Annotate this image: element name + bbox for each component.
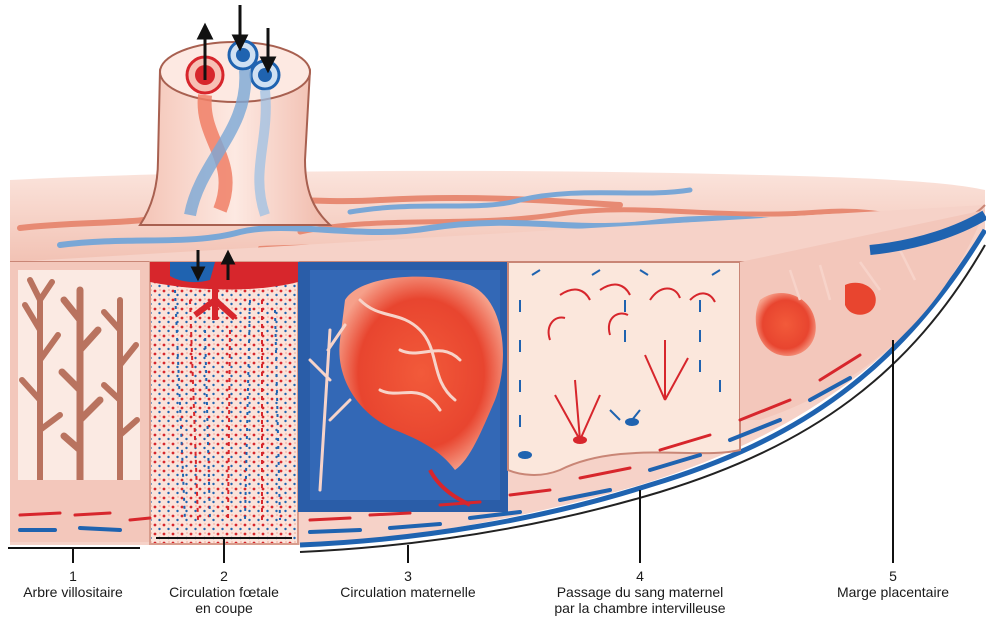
label-text-1: Arbre villositaire (23, 584, 123, 600)
label-section-1: 1 Arbre villositaire (23, 568, 123, 600)
label-text-5: Marge placentaire (837, 584, 949, 600)
label-text-4-line2: par la chambre intervilleuse (554, 600, 725, 616)
label-section-5: 5 Marge placentaire (837, 568, 949, 600)
label-number-4: 4 (554, 568, 725, 584)
section-maternal-circulation (298, 262, 508, 512)
section-villous-tree (10, 262, 150, 542)
label-section-3: 3 Circulation maternelle (340, 568, 475, 600)
label-text-3: Circulation maternelle (340, 584, 475, 600)
label-text-2-line2: en coupe (169, 600, 279, 616)
section-intervillous-chamber (508, 262, 740, 475)
label-number-5: 5 (837, 568, 949, 584)
label-number-3: 3 (340, 568, 475, 584)
label-text-4-line1: Passage du sang maternel (554, 584, 725, 600)
label-number-1: 1 (23, 568, 123, 584)
label-number-2: 2 (169, 568, 279, 584)
label-section-2: 2 Circulation fœtale en coupe (169, 568, 279, 616)
label-section-4: 4 Passage du sang maternel par la chambr… (554, 568, 725, 616)
label-text-2-line1: Circulation fœtale (169, 584, 279, 600)
umbilical-cord (140, 41, 330, 225)
section-fetal-circulation (150, 262, 298, 544)
